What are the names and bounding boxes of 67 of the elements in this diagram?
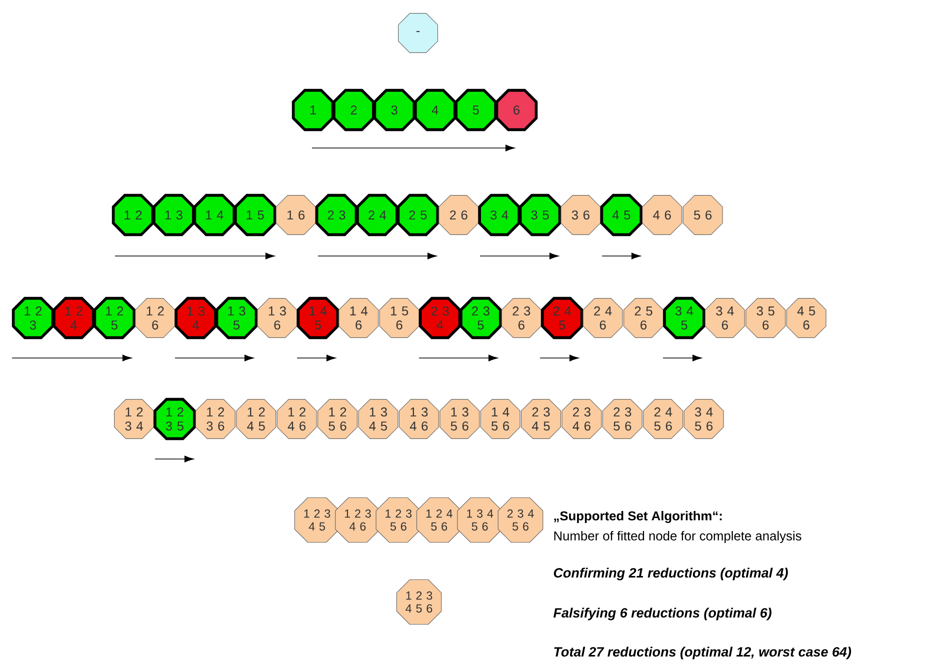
octagon-node: 2 3 5 6 <box>602 399 642 439</box>
octagon-node: 1 4 6 <box>338 298 379 338</box>
octagon-node: 2 3 4 6 <box>562 399 602 439</box>
octagon-node: 1 2 5 <box>93 296 136 340</box>
octagon-node: 1 <box>292 88 334 132</box>
octagon-node: 1 2 3 4 <box>114 399 154 439</box>
octagon-node: 1 5 6 <box>379 298 420 338</box>
note-text: Falsifying 6 reductions (optimal 6) <box>553 608 772 620</box>
octagon-node: 1 2 3 4 5 <box>294 497 340 543</box>
octagon-node: 1 5 <box>234 194 276 236</box>
octagon-node: 1 2 3 4 5 6 <box>396 579 442 625</box>
octagon-node: 1 4 <box>193 194 236 236</box>
octagon-node: 1 6 <box>276 195 316 235</box>
octagon-node: 2 3 <box>315 194 358 236</box>
octagon-node: 2 6 <box>438 195 479 235</box>
octagon-node: 1 2 6 <box>135 298 176 338</box>
octagon-node: 3 4 6 <box>704 298 745 338</box>
octagon-node: 1 2 4 6 <box>276 399 317 439</box>
octagon-node: 4 6 <box>642 195 682 235</box>
octagon-node: 1 2 3 <box>12 296 54 340</box>
octagon-node: 2 3 5 <box>460 296 502 340</box>
note-text: Total 27 reductions (optimal 12, worst case 64) <box>554 646 852 660</box>
octagon-node: 1 3 5 <box>215 296 258 340</box>
octagon-node: 4 5 6 <box>786 298 826 338</box>
octagon-node: 1 2 5 6 <box>318 399 358 439</box>
octagon-node: 1 4 5 6 <box>480 399 520 439</box>
octagon-node: 4 5 <box>600 194 643 236</box>
octagon-node: 3 4 <box>478 194 520 236</box>
octagon-node: 2 4 <box>356 194 398 236</box>
octagon-node: 2 5 6 <box>624 298 664 338</box>
octagon-node: 3 6 <box>560 195 601 235</box>
octagon-node: 1 2 4 5 6 <box>416 497 462 543</box>
octagon-node: 1 3 4 <box>174 296 217 340</box>
octagon-node: 2 3 6 <box>501 298 542 338</box>
octagon-node: 2 4 5 <box>541 296 584 340</box>
octagon-node: 1 3 <box>152 194 195 236</box>
octagon-node: 1 3 6 <box>257 298 298 338</box>
octagon-node: 2 4 5 6 <box>643 399 684 439</box>
octagon-node: 1 3 5 6 <box>440 399 480 439</box>
octagon-node: 4 <box>414 88 456 132</box>
octagon-node: 2 3 4 5 6 <box>498 497 544 543</box>
octagon-node: 1 2 4 <box>52 296 95 340</box>
octagon-node: 2 3 4 <box>418 296 462 340</box>
octagon-node: 3 4 5 <box>663 296 706 340</box>
octagon-node: 1 2 3 5 <box>154 398 196 440</box>
octagon-node: 3 5 6 <box>746 298 786 338</box>
octagon-node: 2 3 4 5 <box>521 399 561 439</box>
octagon-node: 2 <box>332 88 375 132</box>
octagon-node: 1 4 5 <box>296 296 340 340</box>
octagon-node: 1 3 4 5 6 <box>457 497 502 543</box>
note-text: Confirming 21 reductions (optimal 4) <box>554 568 788 580</box>
octagon-node: 3 5 <box>518 194 562 236</box>
octagon-node: - <box>398 13 438 53</box>
octagon-node: 1 2 3 4 6 <box>335 497 380 543</box>
octagon-node: 6 <box>495 88 538 132</box>
octagon-node: 3 <box>373 88 416 132</box>
octagon-node: 1 2 <box>112 194 154 236</box>
octagon-node: 1 3 4 6 <box>398 399 439 439</box>
octagon-node: 1 2 3 6 <box>195 399 236 439</box>
octagon-node: 2 5 <box>396 194 440 236</box>
octagon-node: 1 3 4 5 <box>358 399 398 439</box>
octagon-node: 1 2 4 5 <box>236 399 276 439</box>
octagon-node: 3 4 5 6 <box>684 399 724 439</box>
octagon-node: 5 <box>454 88 497 132</box>
octagon-node: 1 2 3 5 6 <box>376 497 422 543</box>
octagon-node: 5 6 <box>682 195 723 235</box>
octagon-node: 2 4 6 <box>582 298 623 338</box>
